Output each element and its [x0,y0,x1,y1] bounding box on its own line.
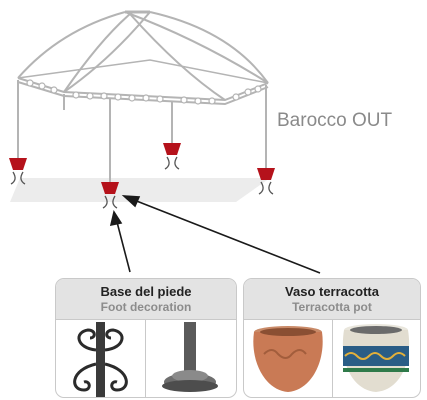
ceramic-decorated-pot-image[interactable] [333,320,420,397]
option-card-terracotta-pot[interactable]: Vaso terracotta Terracotta pot [243,278,421,398]
post-pots [9,143,275,209]
card-images [56,320,236,397]
pot-front-left [9,158,27,185]
card-images [244,320,420,397]
option-subtitle: Foot decoration [100,300,192,314]
eave-ornaments [26,79,262,105]
pot-front-center [101,182,119,209]
image-divider [145,320,146,397]
option-card-foot-decoration[interactable]: Base del piede Foot decoration [55,278,237,398]
pot-back [163,143,181,170]
product-name: Barocco OUT [277,110,393,131]
ornamental-scroll-foot-image[interactable] [56,320,145,397]
pointer-arrow-icon [109,195,321,274]
image-divider [332,320,333,397]
option-title: Vaso terracotta [285,284,379,299]
pot-right [257,168,275,195]
weighted-round-base-image[interactable] [146,320,236,397]
option-subtitle: Terracotta pot [292,300,372,314]
card-header: Vaso terracotta Terracotta pot [244,279,420,320]
card-header: Base del piede Foot decoration [56,279,236,320]
ground-shadow [10,178,270,202]
terracotta-pot-image[interactable] [244,320,332,397]
option-title: Base del piede [100,284,192,299]
